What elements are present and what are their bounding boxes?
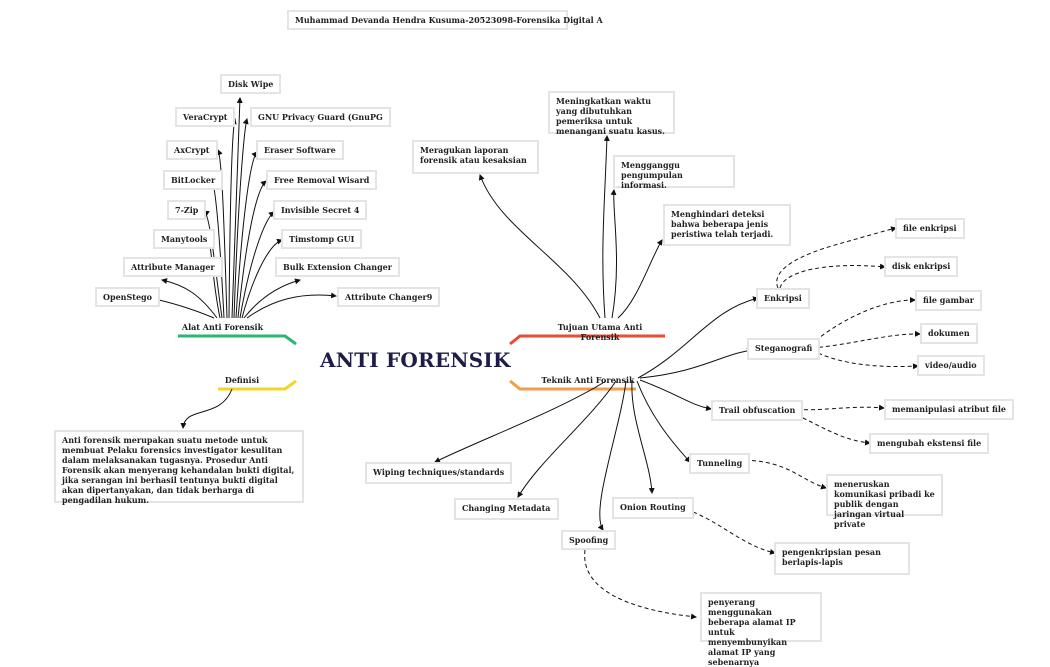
teknik-child: meneruskan komunikasi pribadi ke publik …	[826, 474, 943, 529]
alat-item: VeraCrypt	[175, 107, 236, 127]
branch-tujuan-label: Tujuan Utama Anti Forensik	[557, 322, 643, 342]
alat-item: AxCrypt	[166, 140, 218, 160]
alat-item: Bulk Extension Changer	[275, 257, 400, 277]
teknik-child: video/audio	[917, 355, 985, 376]
teknik-child: mengubah ekstensi file	[869, 433, 990, 454]
header-title: Muhammad Devanda Hendra Kusuma-20523098-…	[287, 10, 603, 30]
teknik-child: penyerang menggunakan beberapa alamat IP…	[700, 592, 822, 667]
teknik-steganografi: Steganografi	[747, 338, 821, 360]
alat-item: GNU Privacy Guard (GnuPG	[250, 107, 391, 127]
alat-item: Free Removal Wisard	[266, 170, 378, 190]
branch-teknik-label: Teknik Anti Forensik	[541, 375, 635, 385]
alat-item: OpenStego	[95, 287, 160, 307]
tujuan-item: Mengganggu pengumpulan informasi.	[613, 155, 735, 190]
alat-item: Manytools	[153, 229, 216, 249]
tujuan-item: Meningkatkan waktu yang dibutuhkan pemer…	[548, 91, 675, 136]
alat-underline	[178, 334, 297, 346]
tujuan-item: Menghindari deteksi bahwa beberapa jenis…	[663, 204, 791, 246]
tujuan-underline	[509, 334, 665, 346]
teknik-metadata: Changing Metadata	[454, 498, 559, 520]
alat-item: BitLocker	[163, 170, 224, 190]
definisi-underline	[218, 379, 297, 391]
branch-definisi-label: Definisi	[224, 375, 260, 385]
alat-item: Disk Wipe	[220, 74, 282, 94]
definisi-text: Anti forensik merupakan suatu metode unt…	[54, 430, 304, 505]
teknik-wiping: Wiping techniques/standards	[365, 462, 513, 484]
tujuan-item: Meragukan laporan forensik atau kesaksia…	[412, 140, 539, 174]
teknik-child: file enkripsi	[895, 218, 965, 239]
alat-item: Invisible Secret 4	[273, 200, 368, 220]
teknik-onion: Onion Routing	[612, 497, 694, 519]
alat-item: Timstomp GUI	[281, 229, 363, 249]
alat-item: Eraser Software	[256, 140, 344, 160]
teknik-child: file gambar	[915, 290, 982, 311]
root-title: ANTI FORENSIK	[320, 348, 511, 372]
teknik-spoofing: Spoofing	[561, 530, 617, 550]
branch-alat-label: Alat Anti Forensik	[181, 322, 264, 332]
alat-item: 7-Zip	[167, 200, 207, 220]
teknik-trail: Trail obfuscation	[711, 400, 804, 421]
alat-item: Attribute Changer9	[337, 287, 441, 307]
teknik-enkripsi: Enkripsi	[756, 288, 810, 309]
teknik-child: disk enkripsi	[884, 256, 959, 277]
teknik-underline	[509, 379, 636, 391]
teknik-child: memanipulasi atribut file	[884, 399, 1014, 420]
teknik-child: dokumen	[920, 323, 978, 344]
alat-item: Attribute Manager	[123, 257, 223, 277]
teknik-child: pengenkripsian pesan berlapis-lapis	[774, 542, 910, 575]
teknik-tunneling: Tunneling	[689, 453, 751, 474]
